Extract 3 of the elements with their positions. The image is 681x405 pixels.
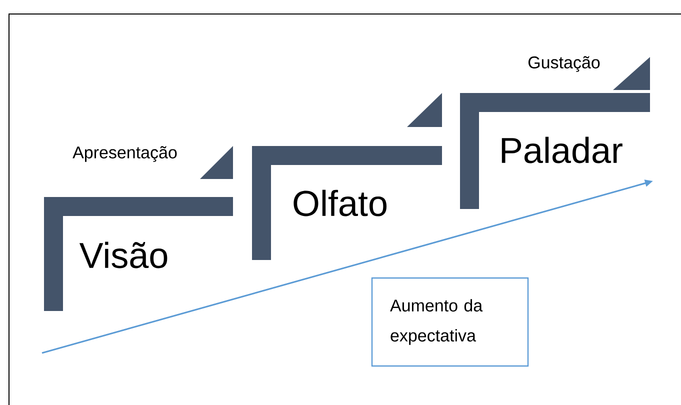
step-label: Apresentação	[72, 146, 177, 162]
text-box: Aumento da expectativa	[371, 277, 529, 367]
step-label: Gustação	[528, 56, 600, 72]
